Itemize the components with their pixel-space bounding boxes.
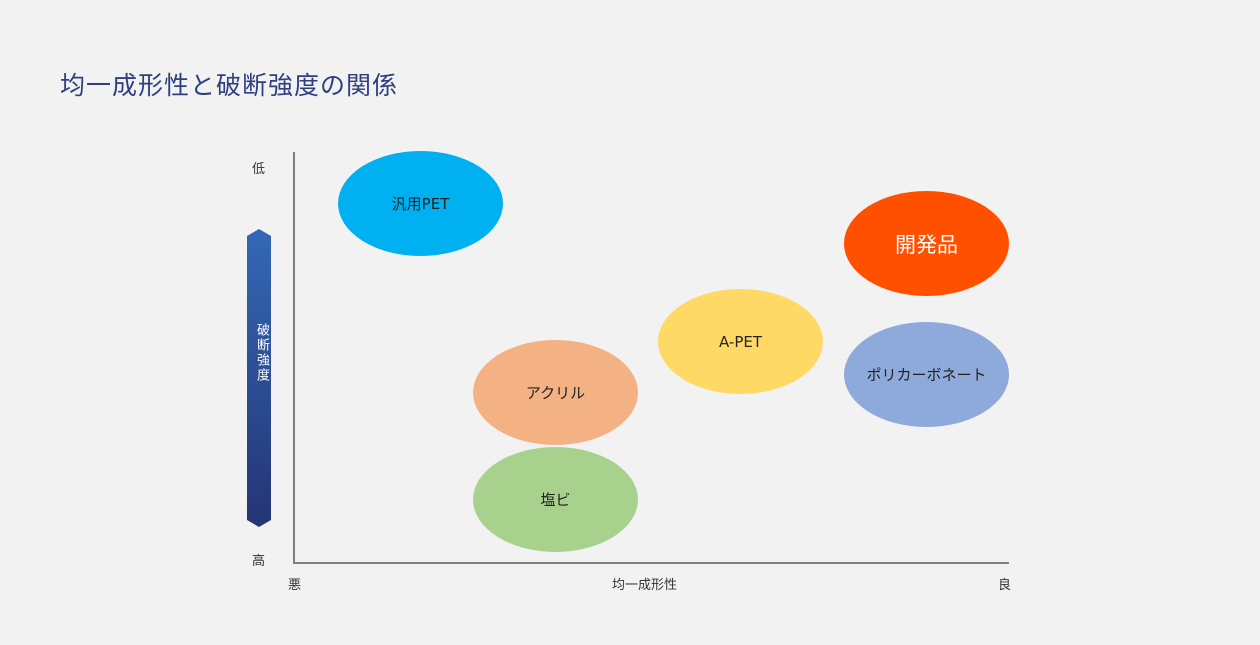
x-axis-right-label: 良 (998, 578, 1012, 593)
y-axis-arrow-bar (247, 229, 271, 527)
ellipse-label: ポリカーボネート (866, 366, 987, 384)
y-axis-bottom-label: 高 (252, 554, 266, 569)
ellipse-label: 開発品 (895, 232, 958, 257)
y-axis-line (293, 152, 295, 564)
ellipse-label: A-PET (718, 332, 763, 351)
ellipse-developed-product: 開発品 (844, 191, 1009, 296)
ellipse-acrylic: アクリル (473, 340, 638, 445)
ellipse-a-pet: A-PET (658, 289, 823, 394)
ellipse-polycarbonate: ポリカーボネート (844, 322, 1009, 427)
ellipse-general-pet: 汎用PET (338, 151, 503, 256)
x-axis-line (293, 562, 1009, 564)
ellipse-label: アクリル (525, 384, 586, 402)
page-title: 均一成形性と破断強度の関係 (60, 71, 399, 100)
x-axis-left-label: 悪 (288, 578, 302, 593)
ellipse-label: 汎用PET (391, 195, 450, 213)
y-axis-top-label: 低 (252, 162, 266, 177)
ellipse-pvc: 塩ビ (473, 447, 638, 552)
ellipse-label: 塩ビ (540, 491, 571, 509)
y-axis-label: 破断強度 (254, 323, 269, 383)
x-axis-label: 均一成形性 (612, 578, 678, 593)
